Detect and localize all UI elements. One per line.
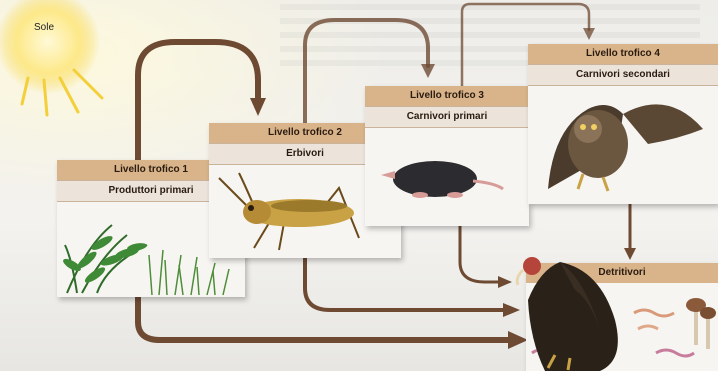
vulture-icon [0,0,718,371]
